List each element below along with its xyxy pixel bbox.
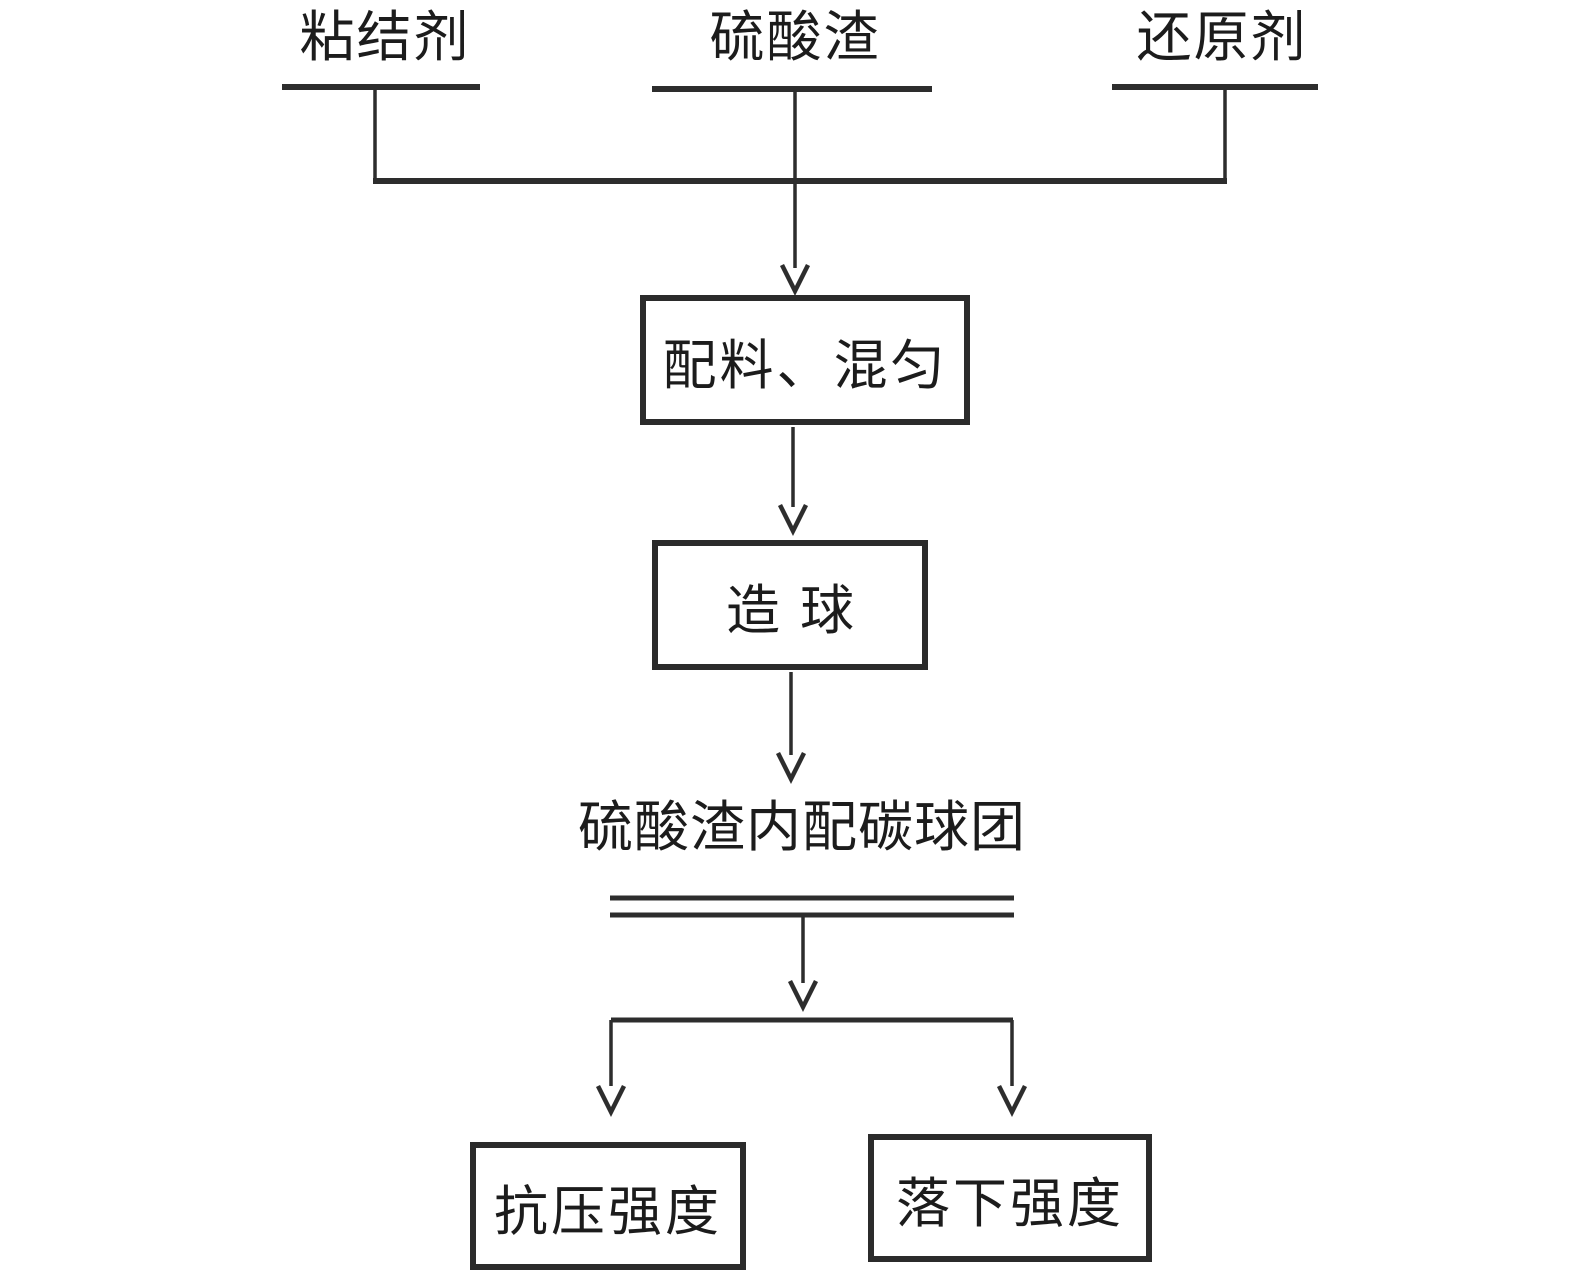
arrowhead-down-icon	[777, 503, 809, 537]
process-box-batching-mixing-label: 配料、混匀	[662, 335, 948, 396]
process-box-batching-mixing: 配料、混匀	[640, 295, 970, 425]
input-label-reducing-agent: 还原剂	[1136, 7, 1308, 68]
output-box-drop-strength: 落下强度	[868, 1134, 1152, 1262]
output-box-drop-strength-label: 落下强度	[896, 1173, 1124, 1234]
arrowhead-down-icon	[775, 751, 807, 785]
intermediate-product-label: 硫酸渣内配碳球团	[577, 797, 1027, 858]
arrowhead-down-icon	[996, 1084, 1028, 1118]
output-box-compressive-strength-label: 抗压强度	[494, 1181, 722, 1242]
arrowhead-down-icon	[595, 1084, 627, 1118]
input-label-sulfuric-acid-residue: 硫酸渣	[709, 7, 881, 68]
output-box-compressive-strength: 抗压强度	[470, 1142, 746, 1270]
process-box-pelletizing-label: 造球	[726, 580, 874, 641]
input-label-binder: 粘结剂	[299, 7, 471, 68]
arrowhead-down-icon	[787, 979, 819, 1013]
process-box-pelletizing: 造球	[652, 540, 928, 670]
arrowhead-down-icon	[779, 263, 811, 297]
